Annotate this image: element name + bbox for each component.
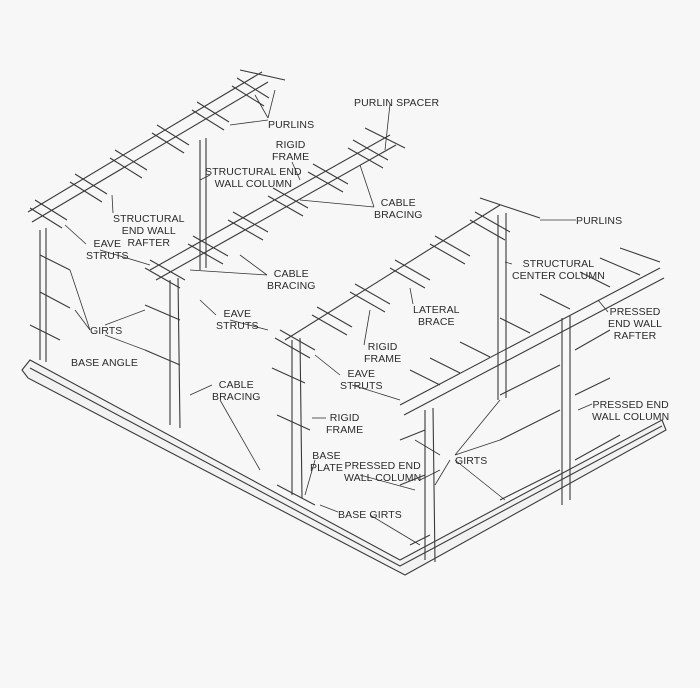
label-purlins-right: PURLINS [576,215,623,227]
label-purlins-top: PURLINS [268,119,315,131]
label-cable-bracing-top: CABLE BRACING [374,197,423,221]
label-base-angle: BASE ANGLE [71,357,138,369]
label-cable-bracing-low: CABLE BRACING [212,379,261,403]
label-eave-struts-mid: EAVE STRUTS [216,308,259,332]
label-eave-struts-right: EAVE STRUTS [340,368,383,392]
label-structural-end-wall-rafter: STRUCTURAL END WALL RAFTER [113,213,185,249]
label-base-plate: BASE PLATE [310,450,343,474]
label-base-girts: BASE GIRTS [338,509,402,521]
label-eave-struts-left: EAVE STRUTS [86,238,129,262]
label-rigid-frame-low: RIGID FRAME [326,412,364,436]
label-structural-end-wall-column: STRUCTURAL END WALL COLUMN [205,166,302,190]
label-rigid-frame-top: RIGID FRAME [272,139,310,163]
label-girts-right: GIRTS [455,455,488,467]
label-lateral-brace: LATERAL BRACE [413,304,460,328]
label-purlin-spacer: PURLIN SPACER [354,97,440,109]
label-rigid-frame-mid: RIGID FRAME [364,341,402,365]
label-pressed-end-wall-rafter: PRESSED END WALL RAFTER [608,306,663,342]
label-girts-left: GIRTS [90,325,123,337]
label-pressed-end-wall-column-front: PRESSED END WALL COLUMN [344,460,422,484]
label-structural-center-column: STRUCTURAL CENTER COLUMN [512,258,605,282]
label-cable-bracing-mid: CABLE BRACING [267,268,316,292]
label-pressed-end-wall-column-right: PRESSED END WALL COLUMN [592,399,670,423]
